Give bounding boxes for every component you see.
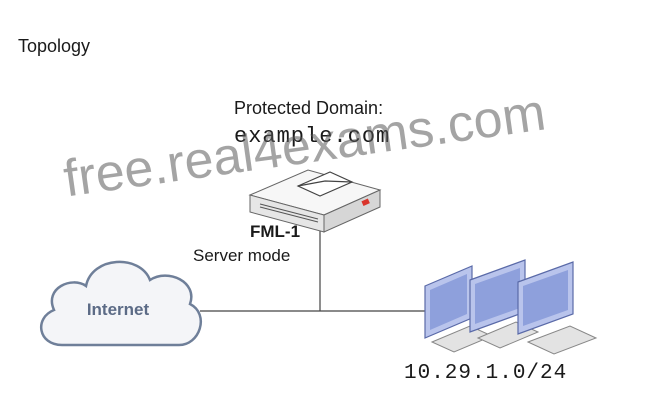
diagram-title: Topology	[18, 36, 91, 56]
workstations-icon	[424, 259, 598, 355]
internet-label: Internet	[86, 300, 150, 319]
protected-domain-value: example.com	[234, 124, 391, 149]
cloud-icon	[39, 260, 202, 347]
subnet-label: 10.29.1.0/24	[404, 362, 568, 385]
device-mode: Server mode	[193, 246, 291, 265]
device-name: FML-1	[250, 222, 301, 241]
protected-domain-label: Protected Domain:	[234, 98, 384, 118]
fortimail-appliance-icon	[248, 169, 382, 233]
